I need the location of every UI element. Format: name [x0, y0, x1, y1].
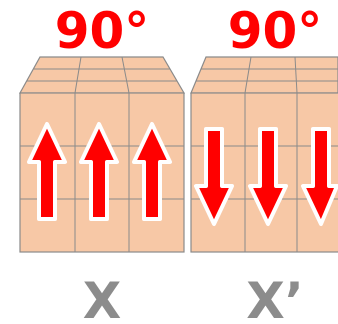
cube-x: 90° X — [18, 2, 186, 324]
arrow-up-3 — [132, 122, 172, 221]
arrow-down-3 — [301, 127, 338, 226]
cube-x-prime: 90° X’ — [190, 2, 338, 324]
cube-x-top-face — [18, 56, 186, 94]
arrow-down-2 — [248, 127, 288, 226]
arrow-up-1 — [27, 122, 67, 221]
cube-x-prime-label: X’ — [246, 272, 304, 324]
cube-x-prime-top-face — [190, 56, 338, 94]
arrow-up-2 — [79, 122, 119, 221]
cube-x-prime-angle-label: 90° — [228, 2, 323, 60]
arrow-down-1 — [194, 127, 234, 226]
cube-x-angle-label: 90° — [55, 2, 150, 60]
cube-x-label: X — [83, 272, 122, 324]
